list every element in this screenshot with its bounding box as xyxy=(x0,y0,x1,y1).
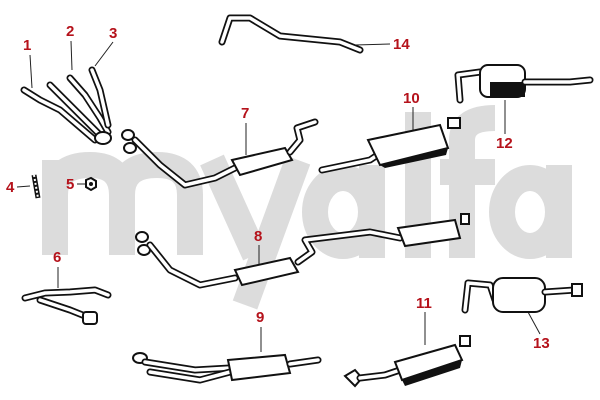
callout-3[interactable]: 3 xyxy=(109,25,118,42)
callout-2[interactable]: 2 xyxy=(66,23,75,40)
part-12-rear-silencer xyxy=(454,64,594,104)
part-8-exhaust-system xyxy=(135,213,470,289)
leader-lines xyxy=(16,40,541,352)
part-10-rear-silencer xyxy=(318,117,461,174)
part-7-front-pipe-silencer xyxy=(121,118,319,189)
callout-7[interactable]: 7 xyxy=(241,105,250,122)
part-11-catalytic-converter xyxy=(343,335,471,388)
callout-12[interactable]: 12 xyxy=(496,135,513,152)
part-14-tail-pipe xyxy=(218,14,364,54)
callout-11[interactable]: 11 xyxy=(416,295,432,312)
callout-8[interactable]: 8 xyxy=(254,228,263,245)
callout-1[interactable]: 1 xyxy=(23,37,32,54)
part-1-2-3-manifold xyxy=(20,66,112,145)
watermark-lettering xyxy=(42,105,572,310)
callout-10[interactable]: 10 xyxy=(403,90,420,107)
callout-4[interactable]: 4 xyxy=(6,179,15,196)
part-13-rear-silencer xyxy=(461,277,583,314)
part-6-exhaust-manifold xyxy=(21,286,112,325)
part-4-stud xyxy=(31,174,41,199)
callout-13[interactable]: 13 xyxy=(533,335,550,352)
callout-9[interactable]: 9 xyxy=(256,309,265,326)
part-5-nut xyxy=(85,176,97,192)
callout-6[interactable]: 6 xyxy=(53,249,62,266)
callout-14[interactable]: 14 xyxy=(393,36,410,53)
part-9-front-pipe xyxy=(132,352,322,384)
callout-5[interactable]: 5 xyxy=(66,176,75,193)
